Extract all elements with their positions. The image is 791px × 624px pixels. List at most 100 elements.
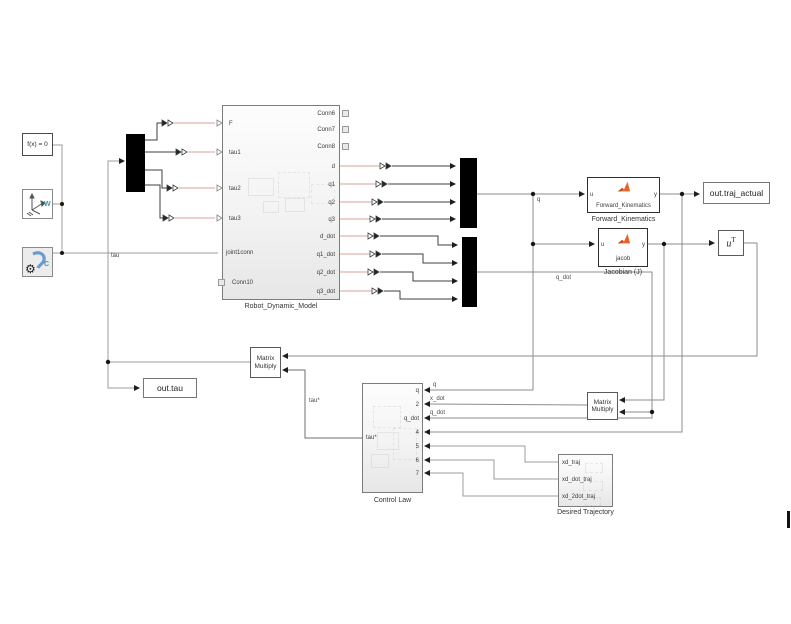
physical-output-wires[interactable]	[340, 165, 380, 292]
world-frame-icon: W	[26, 192, 51, 217]
signal-label-qdot-cl: q_dot	[430, 410, 446, 416]
cl-port-qdot: q_dot	[403, 416, 419, 422]
port-label-d: d	[331, 164, 335, 170]
mechanism-config-icon: ⚙ C	[25, 251, 49, 276]
out-tau-block[interactable]: out.tau	[143, 378, 197, 398]
conn8-connector-icon[interactable]	[342, 143, 349, 150]
control-law-label: Control Law	[373, 497, 412, 504]
signal-label-tau-star: tau*	[309, 398, 320, 404]
mechanism-configuration-block[interactable]: ⚙ C	[22, 247, 53, 277]
out-tau-label: out.tau	[157, 383, 183, 393]
cl-port-2: 2	[415, 402, 419, 408]
cl-port-6: 6	[415, 458, 419, 464]
task-space-wires[interactable]	[287, 193, 758, 433]
matrix-multiply-right-line1: Matrix	[593, 398, 612, 406]
forward-kinematics-block[interactable]: u y Forward_Kinematics	[587, 177, 660, 213]
arrowheads-left	[282, 353, 625, 476]
mux-q-block[interactable]	[460, 158, 477, 228]
control-law-block[interactable]: q 2 q_dot 4 5 6 7 tau*	[362, 383, 423, 493]
tau-star-wire[interactable]	[287, 369, 362, 439]
signal-label-q: q	[537, 197, 541, 203]
world-frame-block[interactable]: W	[22, 189, 53, 219]
matlab-logo-icon	[617, 233, 631, 244]
port-label-tau3: tau3	[229, 216, 241, 222]
simulink-ps-converter-icons[interactable]	[161, 119, 188, 222]
dt-port-xd-2dot-traj: xd_2dot_traj	[562, 494, 596, 500]
jacobian-in-port-label: u	[601, 242, 605, 248]
port-label-conn6: Conn6	[317, 111, 335, 117]
solver-label: f(x) = 0	[27, 141, 48, 148]
port-label-q2: q2	[328, 200, 335, 206]
mux-qdot-block[interactable]	[462, 237, 477, 307]
robot-dynamic-model-block[interactable]: F tau1 tau2 tau3 joint1conn Conn10 Conn6…	[222, 105, 340, 300]
svg-text:W: W	[44, 201, 51, 208]
signal-label-xdot: x_dot	[430, 396, 445, 402]
junction-dots	[60, 191, 685, 415]
matrix-multiply-right-line2: Multiply	[591, 406, 614, 413]
jacobian-inner-label: jacob	[615, 256, 631, 262]
port-label-q3-dot: q3_dot	[316, 289, 335, 295]
matrix-multiply-right-block[interactable]: Matrix Multiply	[587, 392, 618, 420]
port-label-q3: q3	[328, 217, 335, 223]
cl-port-tau-star: tau*	[366, 435, 377, 441]
out-traj-actual-label: out.traj_actual	[709, 188, 764, 198]
tau-feedback-wires[interactable]	[107, 160, 250, 389]
matlab-logo-icon	[617, 181, 631, 192]
matrix-multiply-left-block[interactable]: Matrix Multiply	[250, 347, 281, 378]
cl-port-4: 4	[415, 430, 419, 436]
desired-trajectory-block[interactable]: xd_traj xd_dot_traj xd_2dot_traj	[558, 454, 613, 507]
canvas-edge-marker	[787, 511, 790, 528]
cl-port-q: q	[415, 388, 419, 394]
svg-text:⚙: ⚙	[25, 262, 36, 276]
transpose-label: uT	[726, 236, 736, 250]
torque-input-wires[interactable]	[145, 122, 176, 219]
input-port-chevrons	[216, 119, 223, 222]
arrowheads-right	[119, 158, 715, 391]
desired-traj-wires[interactable]	[429, 445, 558, 497]
port-label-joint1conn: joint1conn	[226, 250, 254, 256]
port-label-tau1: tau1	[229, 150, 241, 156]
jacobian-block[interactable]: u y jacob	[598, 228, 648, 267]
port-label-F: F	[229, 121, 233, 127]
cl-port-5: 5	[415, 444, 419, 450]
port-label-q2-dot: q2_dot	[316, 270, 335, 276]
conn10-connector-icon[interactable]	[218, 279, 225, 286]
dt-port-xd-dot-traj: xd_dot_traj	[562, 477, 592, 483]
cl-port-7: 7	[415, 471, 419, 477]
joint-signal-wires[interactable]	[380, 165, 456, 300]
svg-text:C: C	[44, 261, 49, 268]
q-wires[interactable]	[429, 193, 593, 391]
conn7-connector-icon[interactable]	[342, 126, 349, 133]
port-label-q1-dot: q1_dot	[316, 252, 335, 258]
solver-configuration-block[interactable]: f(x) = 0	[22, 133, 53, 156]
physics-config-wires[interactable]	[53, 144, 218, 254]
signal-label-q-cl: q	[433, 382, 437, 388]
signal-label-tau: tau	[111, 253, 120, 259]
fk-inner-label: Forward_Kinematics	[596, 203, 651, 209]
port-label-conn10: Conn10	[232, 280, 254, 286]
out-traj-actual-block[interactable]: out.traj_actual	[703, 182, 770, 204]
physical-input-wires[interactable]	[174, 122, 215, 219]
jacobian-label: Jacobian (J)	[603, 269, 643, 276]
fk-in-port-label: u	[590, 192, 594, 198]
port-label-conn7: Conn7	[317, 127, 335, 133]
jacobian-out-port-label: y	[642, 242, 645, 248]
ps-simulink-converter-icons[interactable]	[367, 162, 392, 295]
robot-dynamic-model-label: Robot_Dynamic_Model	[244, 303, 318, 310]
fk-out-port-label: y	[654, 192, 657, 198]
matrix-multiply-left-line2: Multiply	[254, 362, 277, 370]
transpose-block[interactable]: uT	[718, 230, 744, 256]
forward-kinematics-label: Forward_Kinematics	[591, 216, 656, 223]
demux-tau-block[interactable]	[126, 134, 145, 192]
port-label-tau2: tau2	[229, 186, 241, 192]
conn6-connector-icon[interactable]	[342, 110, 349, 117]
port-label-d-dot: d_dot	[319, 234, 335, 240]
desired-trajectory-label: Desired Trajectory	[557, 509, 614, 516]
port-label-q1: q1	[328, 182, 335, 188]
dt-port-xd-traj: xd_traj	[562, 460, 581, 466]
matrix-multiply-left-line1: Matrix	[256, 355, 275, 362]
qdot-wires[interactable]	[428, 271, 653, 419]
signal-label-qdot: q_dot	[556, 275, 572, 281]
